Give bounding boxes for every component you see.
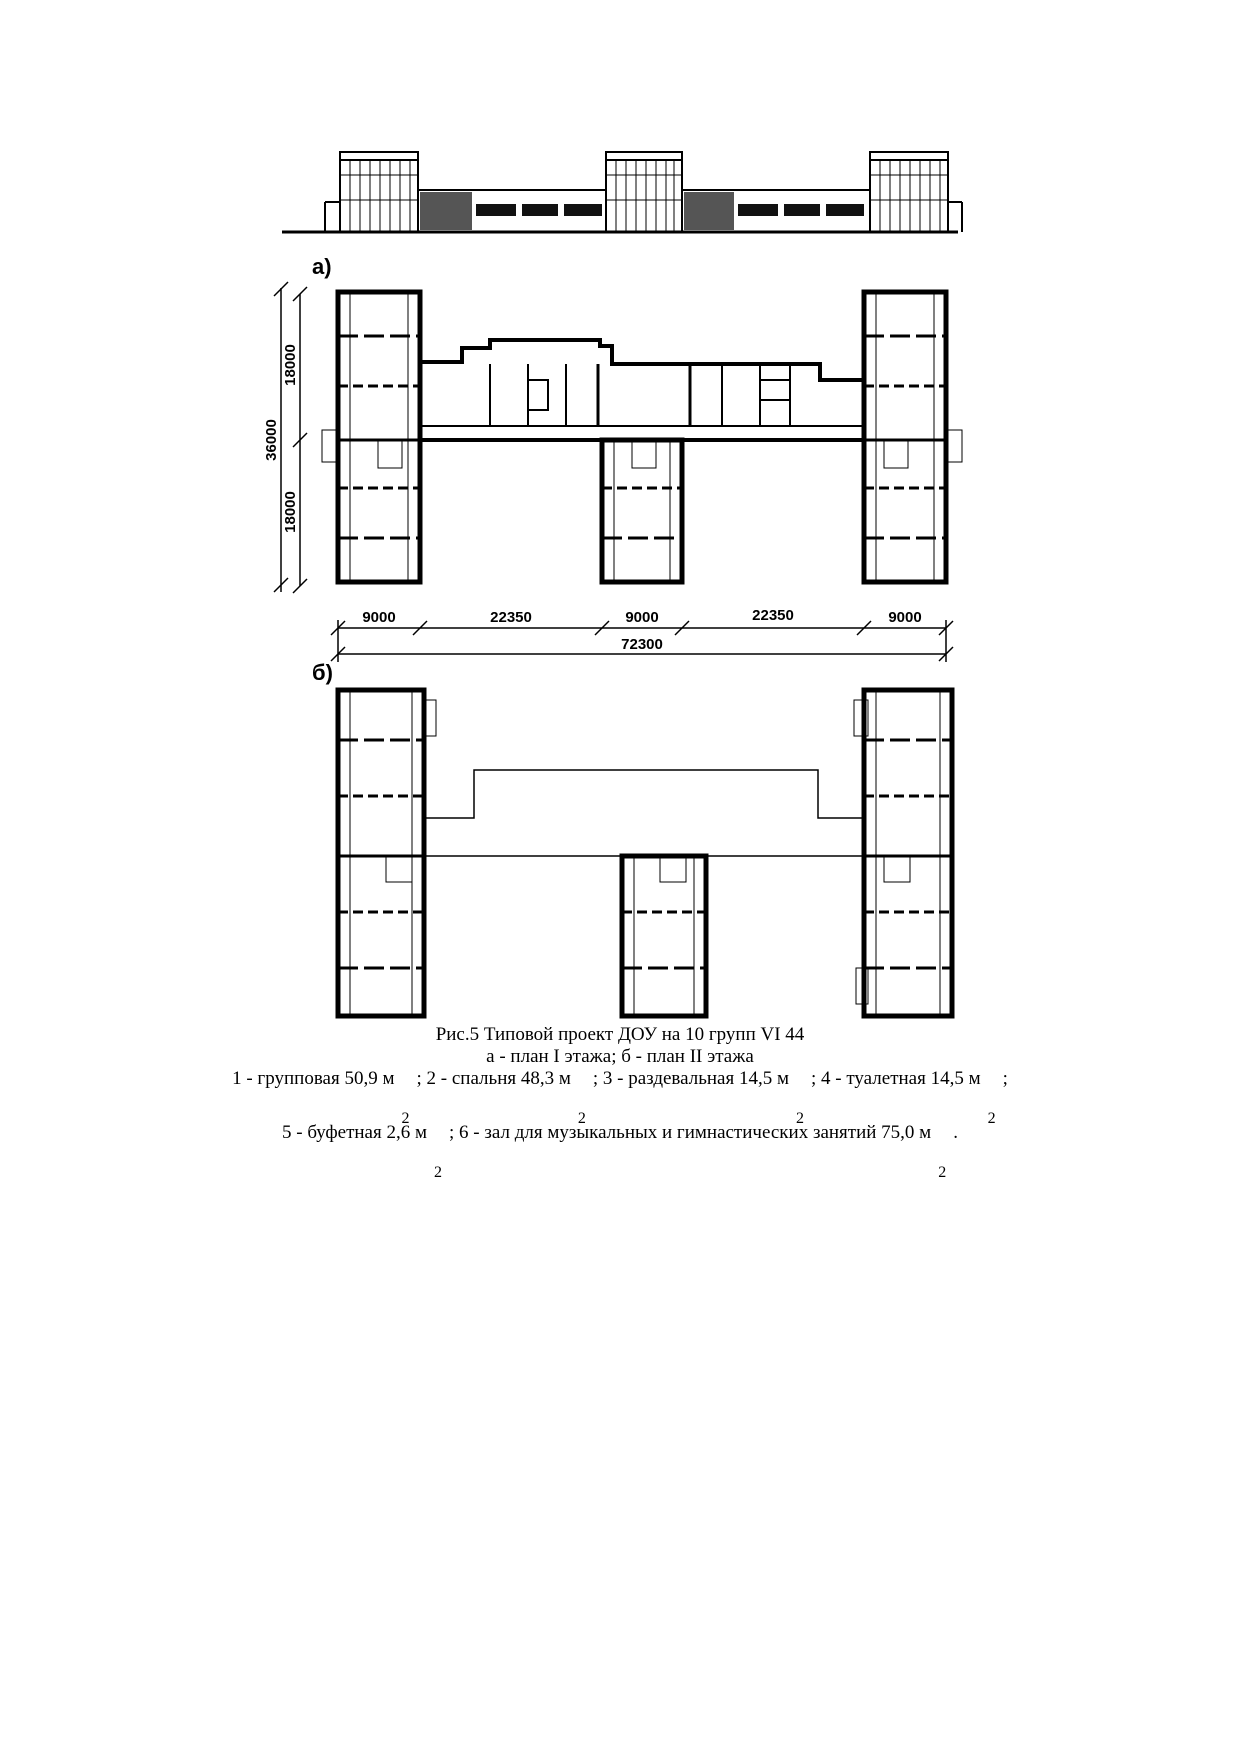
- legend-item-5: 5 - буфетная 2,6 м: [282, 1122, 427, 1143]
- label-plan-a: а): [312, 254, 332, 279]
- dim-height-top: 18000: [282, 344, 299, 386]
- legend-item-3: ; 3 - раздевальная 14,5 м: [592, 1068, 790, 1089]
- caption-legend-line1: 1 - групповая 50,9 м 2 ; 2 - спальня 48,3 …: [0, 1068, 1240, 1127]
- label-plan-b: б): [312, 660, 333, 685]
- legend-item-2: ; 2 - спальня 48,3 м: [416, 1068, 571, 1089]
- caption-subtitle: а - план I этажа; б - план II этажа: [486, 1046, 754, 1067]
- unit-superscript: 2: [401, 1110, 410, 1127]
- caption-legend-line2: 5 - буфетная 2,6 м 2 ; 6 - зал для музыкал…: [0, 1122, 1240, 1181]
- unit-superscript: 2: [938, 1164, 947, 1181]
- legend-item-6: ; 6 - зал для музыкальных и гимнастическ…: [449, 1122, 932, 1143]
- legend-separator: ;: [1002, 1068, 1008, 1089]
- dim-width-total: 72300: [621, 636, 663, 653]
- dim-width-4: 22350: [752, 607, 794, 624]
- unit-superscript: 2: [577, 1110, 586, 1127]
- legend-end: .: [953, 1122, 958, 1143]
- facade-elevation: [282, 151, 963, 234]
- dim-width-5: 9000: [888, 609, 921, 626]
- dim-width-1: 9000: [362, 609, 395, 626]
- unit-superscript: 2: [434, 1164, 442, 1181]
- dim-height-total: 36000: [263, 419, 280, 461]
- legend-item-1: 1 - групповая 50,9 м: [232, 1068, 395, 1089]
- dim-width-2: 22350: [490, 609, 532, 626]
- dim-height-bottom: 18000: [282, 491, 299, 533]
- building-drawing: а) б): [263, 151, 963, 1019]
- facade-windows: [420, 192, 864, 230]
- dim-width-3: 9000: [625, 609, 658, 626]
- dimension-lines: [273, 281, 954, 662]
- unit-superscript: 2: [987, 1110, 996, 1127]
- plan-first-floor: [321, 289, 963, 585]
- plan-second-floor: [335, 687, 955, 1019]
- caption-title: Рис.5 Типовой проект ДОУ на 10 групп VI …: [435, 1024, 805, 1045]
- legend-item-4: ; 4 - туалетная 14,5 м: [811, 1068, 981, 1089]
- figure-caption: Рис.5 Типовой проект ДОУ на 10 групп VI …: [0, 1024, 1240, 1181]
- unit-superscript: 2: [796, 1110, 805, 1127]
